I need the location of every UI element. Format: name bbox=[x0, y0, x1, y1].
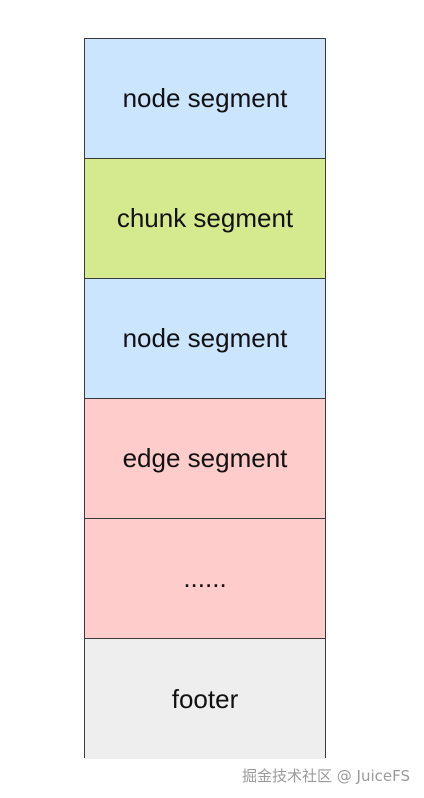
segment-label: footer bbox=[171, 683, 239, 714]
file-layout-stack: node segment chunk segment node segment … bbox=[84, 38, 326, 759]
segment-ellipsis: ...... bbox=[85, 519, 325, 639]
segment-label: node segment bbox=[122, 83, 288, 113]
segment-label: edge segment bbox=[122, 443, 288, 473]
watermark: 掘金技术社区 @ JuiceFS bbox=[242, 767, 410, 785]
segment-edge: edge segment bbox=[85, 399, 325, 519]
segment-label: node segment bbox=[122, 323, 288, 353]
segment-node-1: node segment bbox=[85, 39, 325, 159]
segment-label: ...... bbox=[183, 563, 227, 593]
segment-label: chunk segment bbox=[116, 203, 294, 233]
segment-footer: footer bbox=[85, 639, 325, 759]
segment-chunk: chunk segment bbox=[85, 159, 325, 279]
segment-node-2: node segment bbox=[85, 279, 325, 399]
